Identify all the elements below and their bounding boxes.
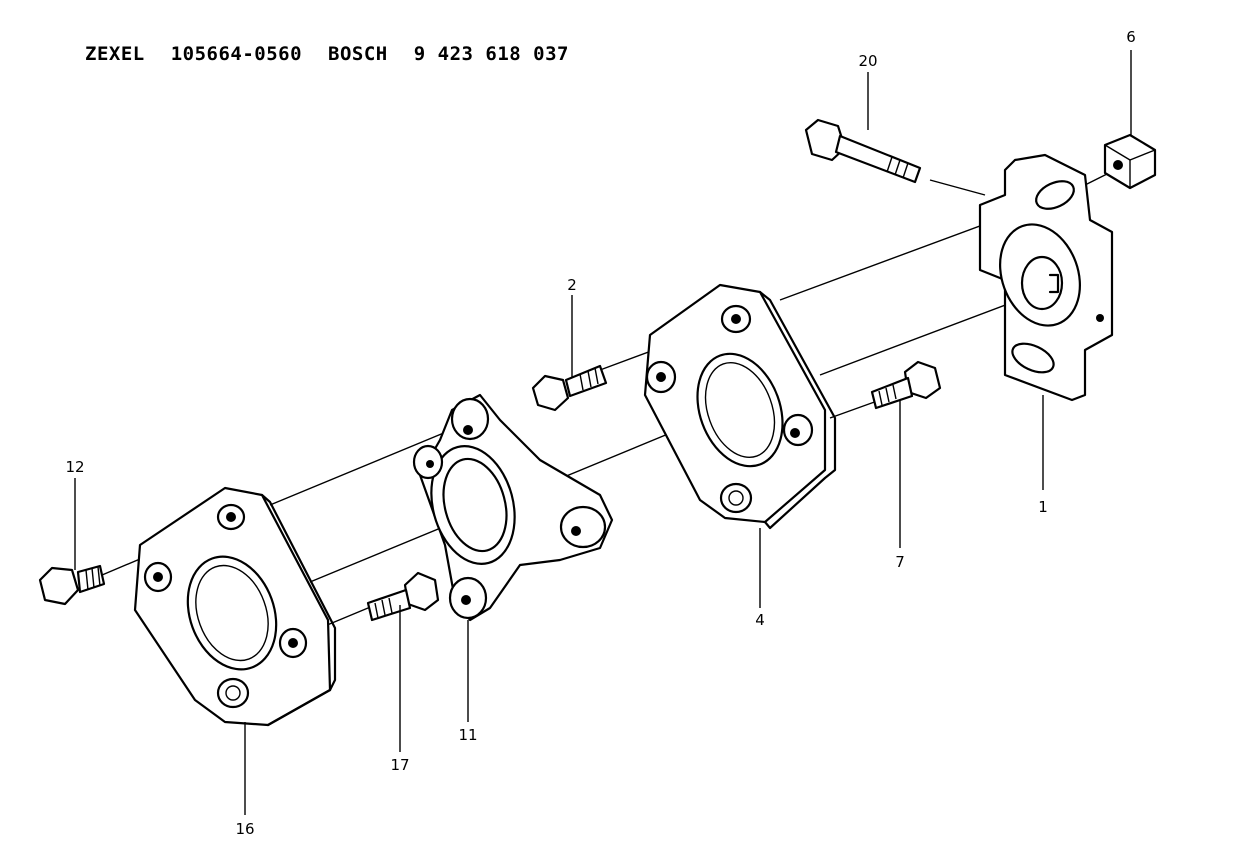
callout-16: 16 [235, 820, 254, 838]
part-6-nut [1103, 133, 1157, 190]
callout-20: 20 [858, 52, 877, 70]
callout-17: 17 [390, 756, 409, 774]
callout-2: 2 [567, 276, 577, 294]
callout-6: 6 [1126, 28, 1136, 46]
callout-1: 1 [1038, 498, 1048, 516]
part-7-bolt [870, 360, 942, 410]
callout-11: 11 [458, 726, 477, 744]
zexel-part-number: 105664-0560 [170, 43, 303, 65]
bosch-part-number: 9 423 618 037 [413, 43, 569, 65]
callout-12: 12 [65, 458, 84, 476]
part-1-bracket [978, 153, 1114, 402]
callout-numbers: 1 2 4 6 7 11 12 16 17 20 [65, 28, 1135, 838]
part-4-flange-plate [643, 283, 837, 530]
part-11-adapter [412, 393, 614, 622]
part-12-hex-bolt [38, 564, 106, 606]
brand-label: BOSCH [328, 43, 388, 65]
part-17-bolt [366, 571, 440, 622]
callout-4: 4 [755, 611, 765, 629]
diagram-header: ZEXEL 105664-0560 BOSCH 9 423 618 037 [85, 43, 595, 65]
maker-label: ZEXEL [85, 43, 145, 65]
part-16-flange-plate [133, 486, 337, 727]
part-2-hex-bolt [531, 364, 608, 412]
part-20-long-bolt [804, 118, 922, 184]
callout-7: 7 [895, 553, 905, 571]
leader-lines [74, 50, 1132, 815]
